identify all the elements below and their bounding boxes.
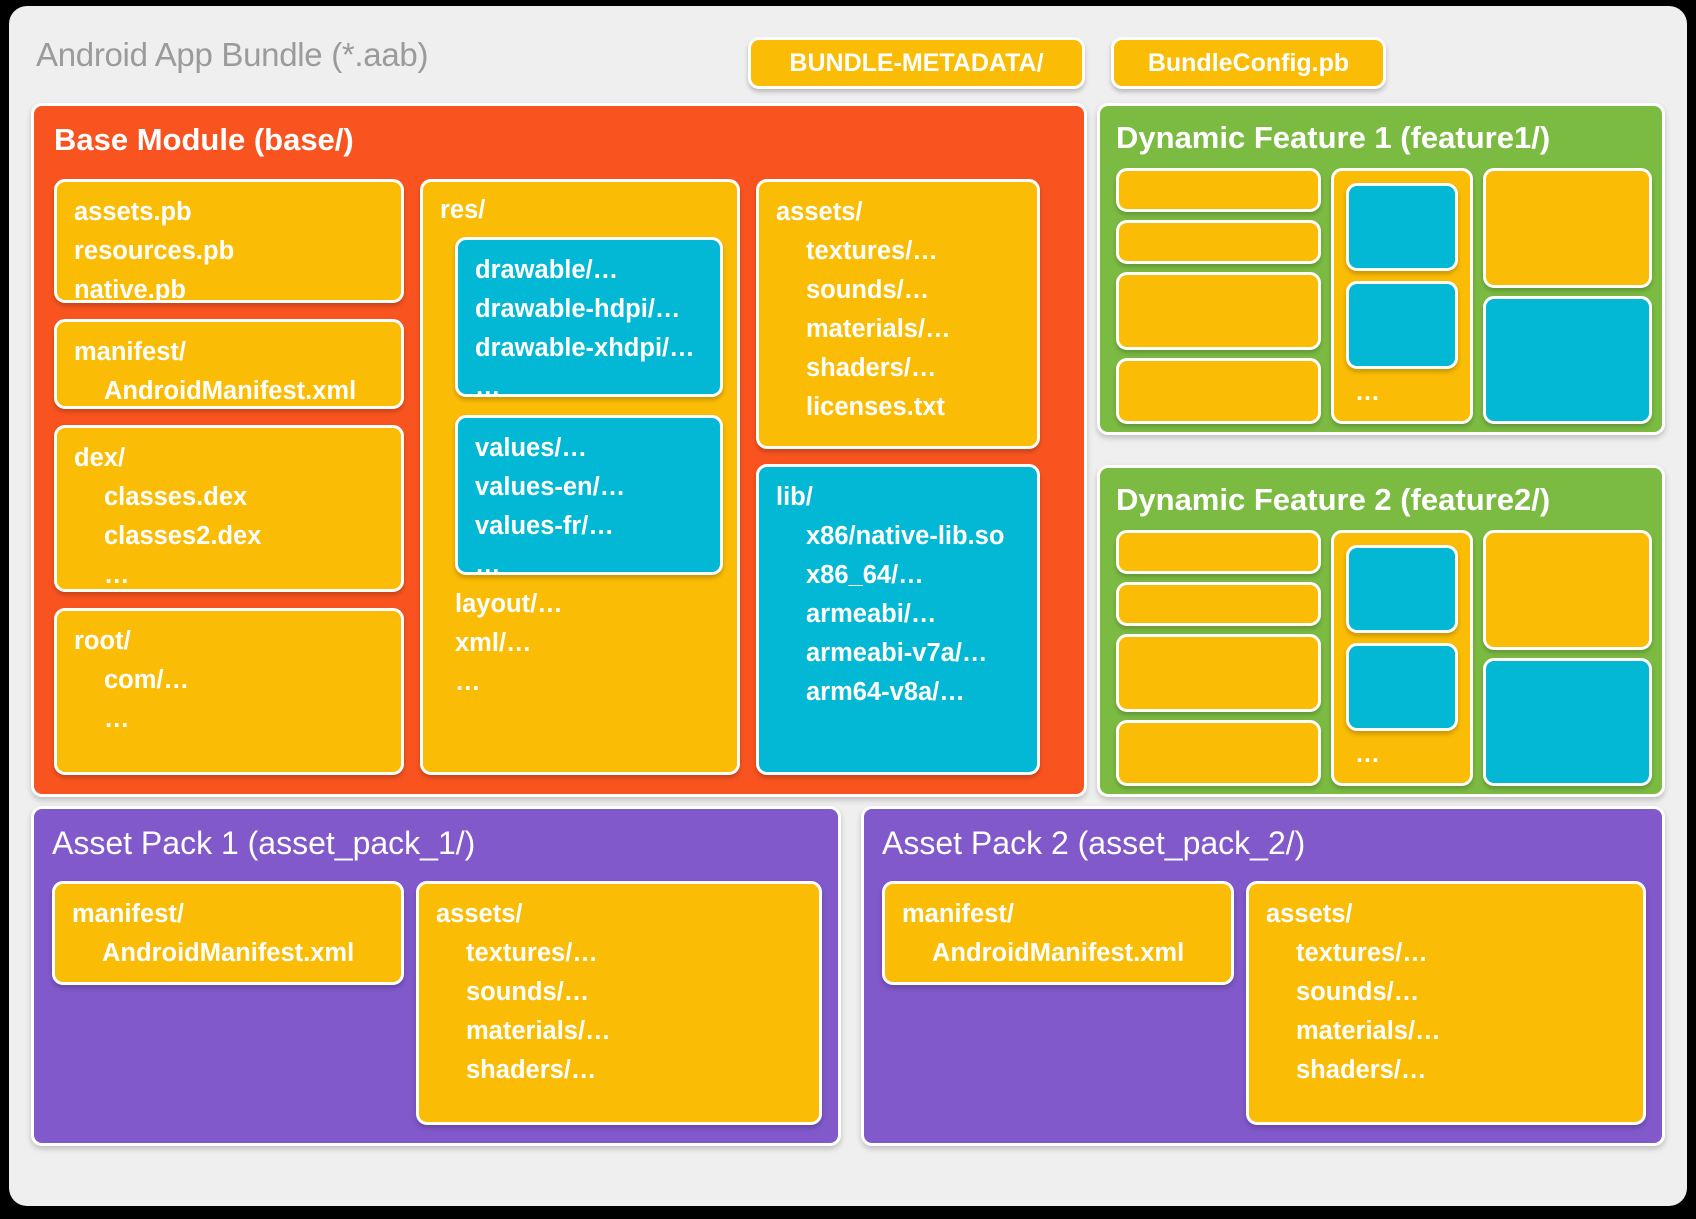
asset-pack-1-assets-head: assets/ [436,900,523,928]
bundle-config-chip[interactable]: BundleConfig.pb [1111,37,1386,89]
bundle-metadata-chip[interactable]: BUNDLE-METADATA/ [748,37,1085,89]
asset-pack-2-assets-children: textures/… sounds/… materials/… shaders/… [1296,939,1441,1084]
asset-pack-2-manifest-box: manifest/AndroidManifest.xml [882,881,1234,985]
diagram-header: Android App Bundle (*.aab) BUNDLE-METADA… [9,6,1687,102]
asset-pack-1-assets-text: assets/textures/… sounds/… materials/… s… [436,895,611,1090]
feature2-res-child-1 [1346,545,1458,633]
asset-pack-2-manifest-child: AndroidManifest.xml [932,939,1185,967]
feature1-item-4 [1116,358,1321,424]
base-dex-box: dex/classes.dex classes2.dex … [54,425,404,592]
base-res-values-box: values/… values-en/… values-fr/… … [455,415,723,575]
base-lib-children: x86/native-lib.so x86_64/… armeabi/… arm… [806,522,1005,706]
bundle-diagram-card: Android App Bundle (*.aab) BUNDLE-METADA… [9,6,1687,1206]
base-res-tail-text: layout/… xml/… … [455,590,563,696]
base-manifest-box: manifest/AndroidManifest.xml [54,319,404,409]
base-assets-box: assets/textures/… sounds/… materials/… s… [756,179,1040,449]
asset-pack-1-assets-children: textures/… sounds/… materials/… shaders/… [466,939,611,1084]
base-res-drawable-text: drawable/… drawable-hdpi/… drawable-xhdp… [475,256,695,397]
base-assets-head: assets/ [776,198,863,226]
dynamic-feature-2-title: Dynamic Feature 2 (feature2/) [1116,482,1551,517]
feature2-item-1 [1116,530,1321,574]
feature1-res-box: … [1331,168,1473,424]
base-dex-text: dex/classes.dex classes2.dex … [74,439,262,589]
asset-pack-1-assets-box: assets/textures/… sounds/… materials/… s… [416,881,822,1125]
base-res-drawable-box: drawable/… drawable-hdpi/… drawable-xhdp… [455,237,723,397]
dynamic-feature-1-title: Dynamic Feature 1 (feature1/) [1116,120,1551,155]
feature2-res-ellipsis: … [1355,740,1380,768]
base-dex-children: classes.dex classes2.dex … [104,483,262,589]
asset-pack-1-title: Asset Pack 1 (asset_pack_1/) [52,825,476,861]
feature1-res-child-1 [1346,183,1458,271]
base-manifest-child: AndroidManifest.xml [104,377,357,405]
base-lib-head: lib/ [776,483,813,511]
base-dex-head: dex/ [74,444,126,472]
base-proto-box: assets.pb resources.pb native.pb [54,179,404,303]
asset-pack-2-title: Asset Pack 2 (asset_pack_2/) [882,825,1306,861]
base-manifest-text: manifest/AndroidManifest.xml [74,333,357,406]
feature1-item-2 [1116,220,1321,264]
base-res-head: res/ [440,196,486,224]
page-title: Android App Bundle (*.aab) [36,36,429,73]
base-root-box: root/com/… … [54,608,404,775]
feature1-res-child-2 [1346,281,1458,369]
feature1-assets-box [1483,168,1652,288]
asset-pack-1-manifest-child: AndroidManifest.xml [102,939,355,967]
base-res-values-text: values/… values-en/… values-fr/… … [475,434,626,575]
base-lib-text: lib/x86/native-lib.so x86_64/… armeabi/…… [776,478,1004,712]
asset-pack-2-assets-head: assets/ [1266,900,1353,928]
base-root-text: root/com/… … [74,622,189,739]
feature1-item-3 [1116,272,1321,350]
feature2-item-2 [1116,582,1321,626]
feature2-res-box: … [1331,530,1473,786]
asset-pack-2-manifest-head: manifest/ [902,900,1014,928]
feature1-res-ellipsis: … [1355,378,1380,406]
asset-pack-2-manifest-text: manifest/AndroidManifest.xml [902,895,1184,973]
feature2-lib-box [1483,658,1652,786]
asset-pack-2-group: Asset Pack 2 (asset_pack_2/) manifest/An… [861,806,1665,1146]
feature2-assets-box [1483,530,1652,650]
base-lib-box: lib/x86/native-lib.so x86_64/… armeabi/…… [756,464,1040,775]
base-module-group: Base Module (base/) assets.pb resources.… [31,103,1087,797]
feature2-item-3 [1116,634,1321,712]
base-root-head: root/ [74,627,131,655]
feature1-item-1 [1116,168,1321,212]
asset-pack-1-manifest-text: manifest/AndroidManifest.xml [72,895,354,973]
base-assets-text: assets/textures/… sounds/… materials/… s… [776,193,951,427]
asset-pack-1-manifest-head: manifest/ [72,900,184,928]
base-res-box: res/ drawable/… drawable-hdpi/… drawable… [420,179,740,775]
dynamic-feature-2-group: Dynamic Feature 2 (feature2/) … [1097,465,1665,797]
base-proto-text: assets.pb resources.pb native.pb [74,198,235,303]
base-root-children: com/… … [104,666,190,733]
asset-pack-2-assets-box: assets/textures/… sounds/… materials/… s… [1246,881,1646,1125]
base-manifest-head: manifest/ [74,338,186,366]
asset-pack-1-manifest-box: manifest/AndroidManifest.xml [52,881,404,985]
feature2-item-4 [1116,720,1321,786]
asset-pack-1-group: Asset Pack 1 (asset_pack_1/) manifest/An… [31,806,841,1146]
feature2-res-child-2 [1346,643,1458,731]
feature1-lib-box [1483,296,1652,424]
asset-pack-2-assets-text: assets/textures/… sounds/… materials/… s… [1266,895,1441,1090]
base-assets-children: textures/… sounds/… materials/… shaders/… [806,237,951,421]
base-module-title: Base Module (base/) [54,122,354,157]
dynamic-feature-1-group: Dynamic Feature 1 (feature1/) … [1097,103,1665,435]
